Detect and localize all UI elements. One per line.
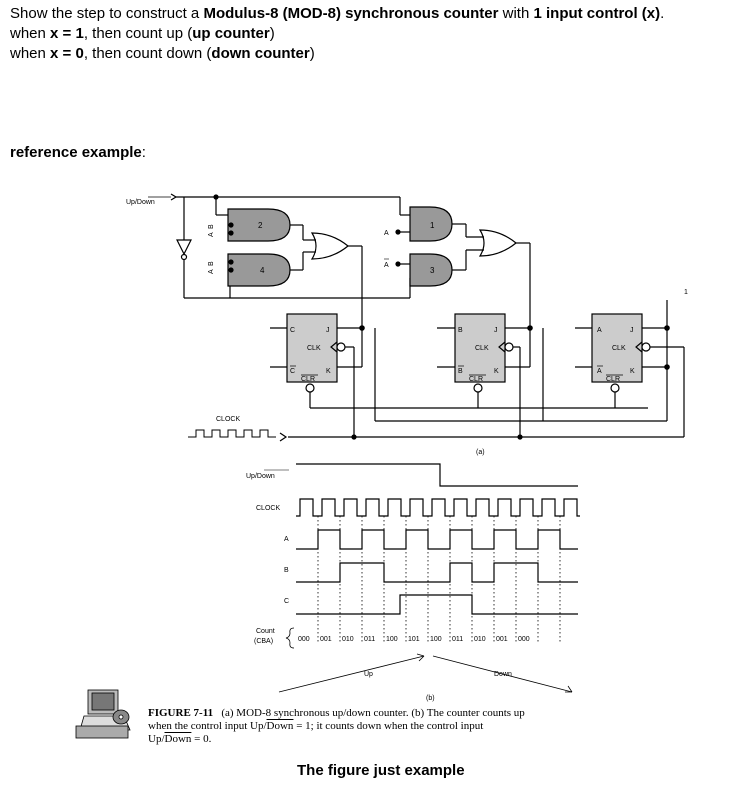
clock-waveform xyxy=(296,498,580,517)
and-gate-2: 2 xyxy=(227,208,291,242)
svg-text:K: K xyxy=(494,368,499,375)
svg-text:4: 4 xyxy=(260,266,265,275)
updown-input-label: Up/Down xyxy=(126,199,155,206)
svg-text:010: 010 xyxy=(342,636,354,643)
flip-flop-b xyxy=(454,313,506,383)
c-waveform xyxy=(296,594,578,615)
svg-text:000: 000 xyxy=(298,636,310,643)
svg-text:1: 1 xyxy=(684,289,688,296)
svg-text:CLR: CLR xyxy=(469,376,483,383)
footer-note: The figure just example xyxy=(297,762,465,779)
svg-text:001: 001 xyxy=(320,636,332,643)
flip-flop-a xyxy=(591,313,643,383)
question-text: Show the step to construct a Modulus-8 (… xyxy=(10,5,665,62)
or-gate-left xyxy=(310,232,349,260)
or-gate-right xyxy=(478,229,517,257)
figure-caption: FIGURE 7-11 (a) MOD-8 synchronous up/dow… xyxy=(148,707,525,745)
svg-text:2: 2 xyxy=(258,221,263,230)
part-a-label: (a) xyxy=(476,449,485,456)
and-gate-4: 4 xyxy=(227,253,291,287)
svg-text:CLK: CLK xyxy=(612,345,626,352)
svg-text:Count: Count xyxy=(256,628,275,635)
flip-flop-c xyxy=(286,313,338,383)
b-waveform xyxy=(296,562,578,583)
part-b-label: (b) xyxy=(426,695,435,702)
svg-text:CLR: CLR xyxy=(606,376,620,383)
timing-b-label: B xyxy=(284,567,289,574)
svg-text:CLR: CLR xyxy=(301,376,315,383)
svg-text:C: C xyxy=(290,368,295,375)
svg-text:3: 3 xyxy=(430,266,435,275)
svg-text:J: J xyxy=(494,327,498,334)
svg-text:CLK: CLK xyxy=(475,345,489,352)
svg-text:B: B xyxy=(458,368,463,375)
down-label: Down xyxy=(494,671,512,678)
updown-waveform xyxy=(296,463,578,487)
svg-text:A: A xyxy=(597,327,602,334)
count-values: 000 001 010 011 100 101 100 011 010 001 … xyxy=(298,636,530,643)
svg-text:100: 100 xyxy=(430,636,442,643)
a-waveform xyxy=(296,529,578,550)
svg-text:B: B xyxy=(208,261,215,266)
svg-text:J: J xyxy=(326,327,330,334)
svg-text:CLK: CLK xyxy=(307,345,321,352)
svg-text:A: A xyxy=(384,262,389,269)
svg-text:(CBA): (CBA) xyxy=(254,638,273,645)
svg-text:011: 011 xyxy=(452,636,463,643)
svg-text:B: B xyxy=(458,327,463,334)
svg-text:A: A xyxy=(597,368,602,375)
svg-text:1: 1 xyxy=(430,221,435,230)
svg-text:K: K xyxy=(326,368,331,375)
computer-icon xyxy=(75,689,131,739)
and-gate-1: 1 xyxy=(409,206,453,242)
svg-text:011: 011 xyxy=(364,636,375,643)
svg-text:A: A xyxy=(384,230,389,237)
svg-text:100: 100 xyxy=(386,636,398,643)
svg-text:A: A xyxy=(208,232,215,237)
svg-text:J: J xyxy=(630,327,634,334)
reference-heading: reference example: xyxy=(10,144,146,161)
svg-text:B: B xyxy=(208,224,215,229)
timing-clock-label: CLOCK xyxy=(256,505,280,512)
and-gate-3: 3 xyxy=(409,253,453,287)
svg-text:001: 001 xyxy=(496,636,508,643)
up-label: Up xyxy=(364,671,373,678)
svg-text:010: 010 xyxy=(474,636,486,643)
svg-text:000: 000 xyxy=(518,636,530,643)
svg-text:101: 101 xyxy=(408,636,420,643)
svg-text:A: A xyxy=(208,269,215,274)
clock-input-label: CLOCK xyxy=(216,416,240,423)
inverter-gate xyxy=(176,239,192,256)
timing-updown-label: Up/Down xyxy=(246,473,275,480)
timing-c-label: C xyxy=(284,598,289,605)
svg-text:C: C xyxy=(290,327,295,334)
timing-a-label: A xyxy=(284,536,289,543)
svg-text:K: K xyxy=(630,368,635,375)
